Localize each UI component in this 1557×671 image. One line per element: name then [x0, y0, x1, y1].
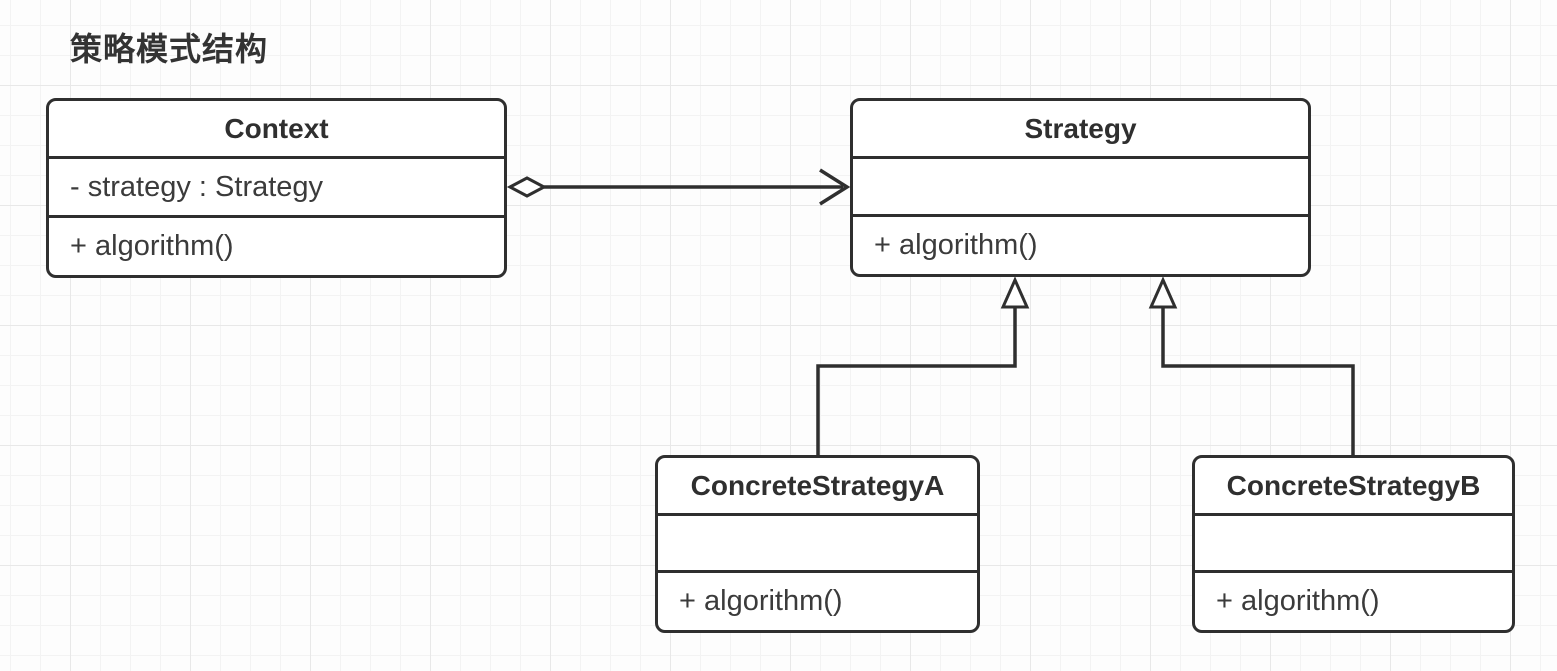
- class-title: Strategy: [1024, 112, 1137, 144]
- class-methods-section: + algorithm(): [1195, 570, 1512, 630]
- class-box-concrete-strategy-a[interactable]: ConcreteStrategyA + algorithm(): [655, 455, 980, 633]
- class-method: + algorithm(): [679, 585, 843, 617]
- class-methods-section: + algorithm(): [853, 214, 1308, 274]
- class-methods-section: + algorithm(): [49, 215, 504, 275]
- class-box-strategy[interactable]: Strategy + algorithm(): [850, 98, 1311, 277]
- aggregation-connector-context-strategy[interactable]: [506, 168, 851, 206]
- inheritance-connector-concrete-a-strategy[interactable]: [816, 276, 1030, 455]
- class-methods-section: + algorithm(): [658, 570, 977, 630]
- class-method: + algorithm(): [1216, 585, 1380, 617]
- inheritance-connector-concrete-b-strategy[interactable]: [1148, 276, 1355, 455]
- hollow-diamond-marker: [506, 176, 548, 198]
- class-method: + algorithm(): [70, 230, 234, 262]
- class-title: ConcreteStrategyA: [690, 469, 945, 501]
- class-box-context[interactable]: Context - strategy : Strategy + algorith…: [46, 98, 507, 278]
- class-attributes-section: [1195, 513, 1512, 570]
- class-attributes-section: [853, 156, 1308, 214]
- open-arrowhead: [819, 168, 851, 206]
- class-attributes-section: [658, 513, 977, 570]
- class-attribute: - strategy : Strategy: [70, 170, 324, 203]
- hollow-triangle-marker: [1000, 276, 1030, 309]
- class-box-concrete-strategy-b[interactable]: ConcreteStrategyB + algorithm(): [1192, 455, 1515, 633]
- class-attributes-section: - strategy : Strategy: [49, 156, 504, 215]
- diagram-title: 策略模式结构: [70, 31, 269, 67]
- class-method: + algorithm(): [874, 229, 1038, 261]
- hollow-triangle-marker: [1148, 276, 1178, 309]
- class-title: Context: [224, 112, 329, 144]
- class-title: ConcreteStrategyB: [1226, 469, 1481, 501]
